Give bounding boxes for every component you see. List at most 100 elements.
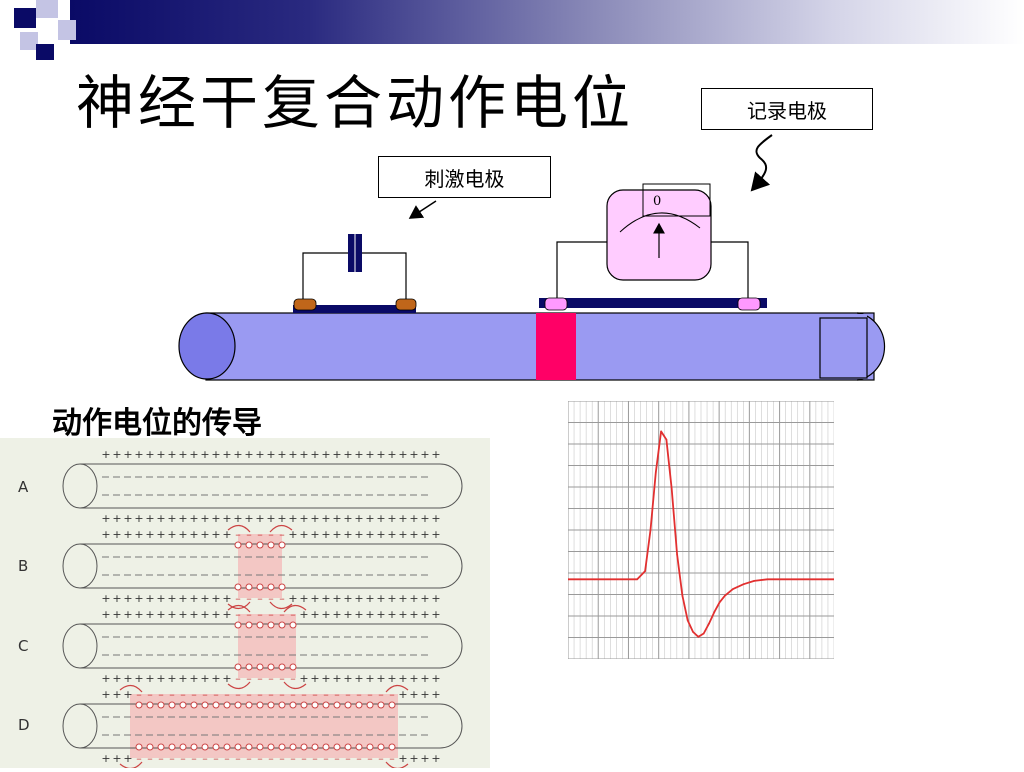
charge-symbol: – [268, 592, 274, 605]
trace-point [833, 578, 834, 581]
charge-symbol: – [290, 672, 296, 685]
charge-symbol: + [211, 512, 220, 525]
trace-point [742, 583, 745, 585]
recording-pad-right [737, 297, 761, 311]
charge-symbol: – [246, 608, 252, 621]
charge-symbol: + [387, 592, 396, 605]
charge-symbol: + [420, 528, 429, 541]
charge-symbol: + [266, 448, 275, 461]
charge-symbol: – [290, 608, 296, 621]
header-square-navy [36, 44, 54, 60]
charge-symbol: + [387, 608, 396, 621]
charge-symbol: + [431, 608, 440, 621]
charge-symbol: – [279, 608, 285, 621]
charge-symbol: – [268, 752, 274, 765]
charge-symbol: – [279, 592, 285, 605]
channel-marker [245, 663, 253, 671]
charge-symbol: + [233, 448, 242, 461]
charge-symbol: + [134, 448, 143, 461]
stimulating-electrode-bar [293, 305, 416, 313]
charge-symbol: + [200, 512, 209, 525]
charge-symbol: + [255, 512, 264, 525]
charge-symbol: + [409, 448, 418, 461]
trace-point [665, 438, 668, 441]
channel-marker [278, 583, 286, 591]
charge-symbol: – [147, 688, 153, 701]
recording-electrode-label: 记录电极 [701, 88, 873, 130]
charge-symbol: + [299, 512, 308, 525]
trace-point [593, 578, 596, 581]
charge-symbol: – [257, 528, 263, 541]
trace-point [780, 578, 782, 581]
channel-marker [289, 663, 297, 671]
channel-marker [234, 663, 242, 671]
channel-marker [388, 701, 396, 709]
axon-outline [80, 463, 463, 509]
page-title: 神经干复合动作电位 [76, 69, 635, 137]
charge-symbol: + [112, 592, 121, 605]
trace-point [692, 631, 694, 633]
channel-marker [223, 743, 231, 751]
charge-symbol: – [345, 688, 351, 701]
charge-symbol: + [112, 512, 121, 525]
channel-marker [190, 743, 198, 751]
trace-line [568, 430, 834, 638]
conduction-row-label-a: A [18, 478, 29, 496]
charge-symbol: + [200, 448, 209, 461]
charge-symbol: + [420, 512, 429, 525]
current-arrow [269, 524, 293, 533]
charge-symbol: + [178, 592, 187, 605]
channel-marker [267, 743, 275, 751]
charge-symbol: + [266, 512, 275, 525]
charge-symbol: – [257, 608, 263, 621]
channel-marker [234, 743, 242, 751]
channel-marker [201, 701, 209, 709]
charge-symbol: + [409, 512, 418, 525]
charge-symbol: + [189, 592, 198, 605]
nerve-apparatus-diagram: 0 [178, 134, 886, 381]
charge-symbol: + [244, 448, 253, 461]
voltmeter-dial-arc [619, 212, 701, 233]
charge-symbol: + [222, 448, 231, 461]
charge-symbol: + [134, 512, 143, 525]
trace-point [636, 578, 638, 581]
charge-symbol: + [343, 512, 352, 525]
charge-symbol: + [409, 672, 418, 685]
charge-symbol: + [420, 688, 429, 701]
charge-symbol: + [354, 528, 363, 541]
charge-symbol: + [343, 592, 352, 605]
charge-symbol: – [378, 688, 384, 701]
charge-symbol: + [376, 512, 385, 525]
charge-symbol: + [409, 608, 418, 621]
channel-marker [256, 743, 264, 751]
channel-marker [322, 743, 330, 751]
trace-point [811, 578, 814, 581]
charge-symbol: + [167, 672, 176, 685]
charge-symbol: + [101, 688, 110, 701]
charge-symbol: + [288, 528, 297, 541]
current-arrow [227, 601, 251, 610]
charge-symbol: + [376, 672, 385, 685]
current-arrow [283, 604, 307, 613]
charge-symbol: + [211, 672, 220, 685]
charge-symbol: + [123, 592, 132, 605]
charge-symbol: + [112, 688, 121, 701]
charge-symbol: – [367, 752, 373, 765]
channel-marker [245, 621, 253, 629]
channel-marker [135, 701, 143, 709]
channel-marker [333, 701, 341, 709]
recording-electrode-bar [539, 298, 767, 308]
charge-symbol: + [299, 448, 308, 461]
current-arrow [227, 604, 251, 613]
charge-symbol: + [211, 592, 220, 605]
trace-point [713, 611, 716, 613]
recording-pad-left [544, 297, 568, 311]
charge-symbol: + [398, 752, 407, 765]
charge-symbol: + [376, 592, 385, 605]
charge-symbol: + [354, 512, 363, 525]
charge-symbol: + [343, 608, 352, 621]
charge-symbol: + [398, 592, 407, 605]
charge-symbol: + [332, 592, 341, 605]
charge-symbol: + [365, 672, 374, 685]
charge-symbol: – [290, 688, 296, 701]
